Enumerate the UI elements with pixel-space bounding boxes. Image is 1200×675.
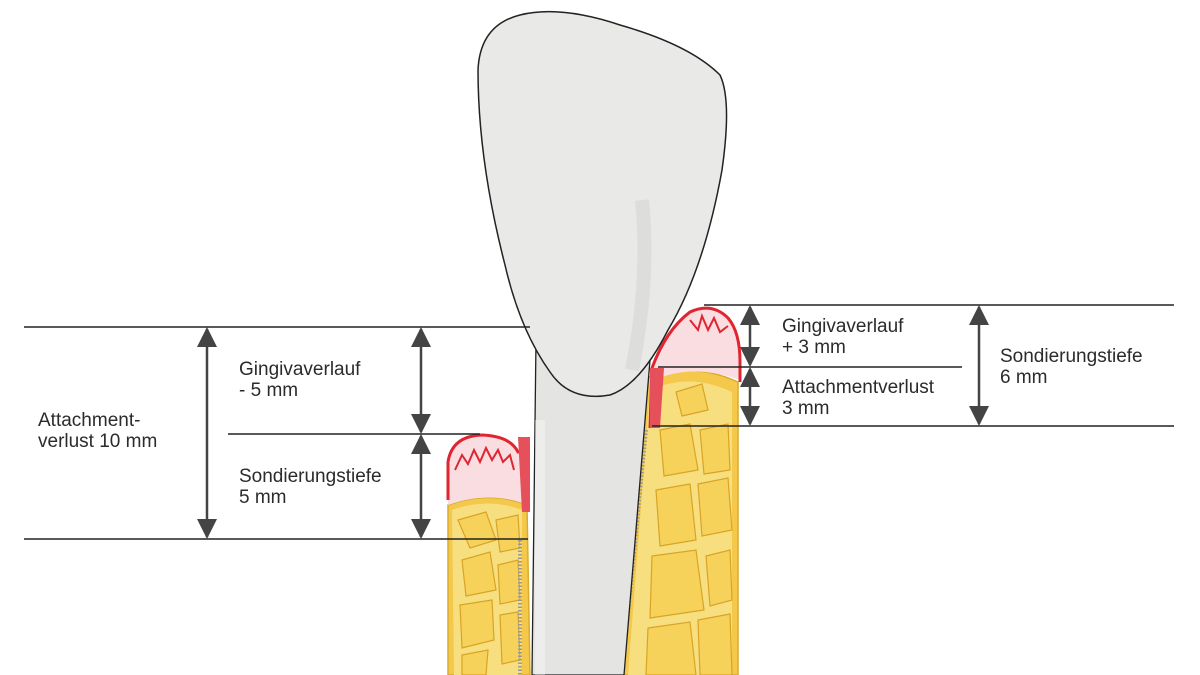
label-left-gingiva-course: Gingivaverlauf - 5 mm xyxy=(239,359,360,401)
label-line: Gingivaverlauf xyxy=(239,359,361,380)
label-line: Attachment- xyxy=(38,410,141,431)
label-right-probing-depth: Sondierungstiefe 6 mm xyxy=(1000,346,1143,388)
label-line: + 3 mm xyxy=(782,337,846,358)
label-line: verlust 10 mm xyxy=(38,431,158,452)
label-line: - 5 mm xyxy=(239,380,299,401)
label-line: Sondierungstiefe xyxy=(1000,346,1143,367)
left-measurements xyxy=(24,326,530,540)
left-bone xyxy=(447,496,531,675)
label-line: 5 mm xyxy=(239,487,287,508)
right-measurements xyxy=(652,304,1174,427)
label-left-probing-depth: Sondierungstiefe 5 mm xyxy=(239,466,382,508)
label-left-attachment-loss: Attachment- verlust 10 mm xyxy=(38,410,157,452)
label-line: Attachmentverlust xyxy=(782,377,935,398)
label-right-gingiva-course: Gingivaverlauf + 3 mm xyxy=(782,316,903,358)
left-gingiva xyxy=(446,433,530,512)
right-bone xyxy=(617,369,739,675)
label-line: Gingivaverlauf xyxy=(782,316,904,337)
label-right-attachment-loss: Attachmentverlust 3 mm xyxy=(782,377,934,419)
label-line: 6 mm xyxy=(1000,367,1048,388)
label-line: Sondierungstiefe xyxy=(239,466,382,487)
right-gingiva xyxy=(648,306,742,429)
label-line: 3 mm xyxy=(782,398,830,419)
tooth xyxy=(477,10,728,675)
